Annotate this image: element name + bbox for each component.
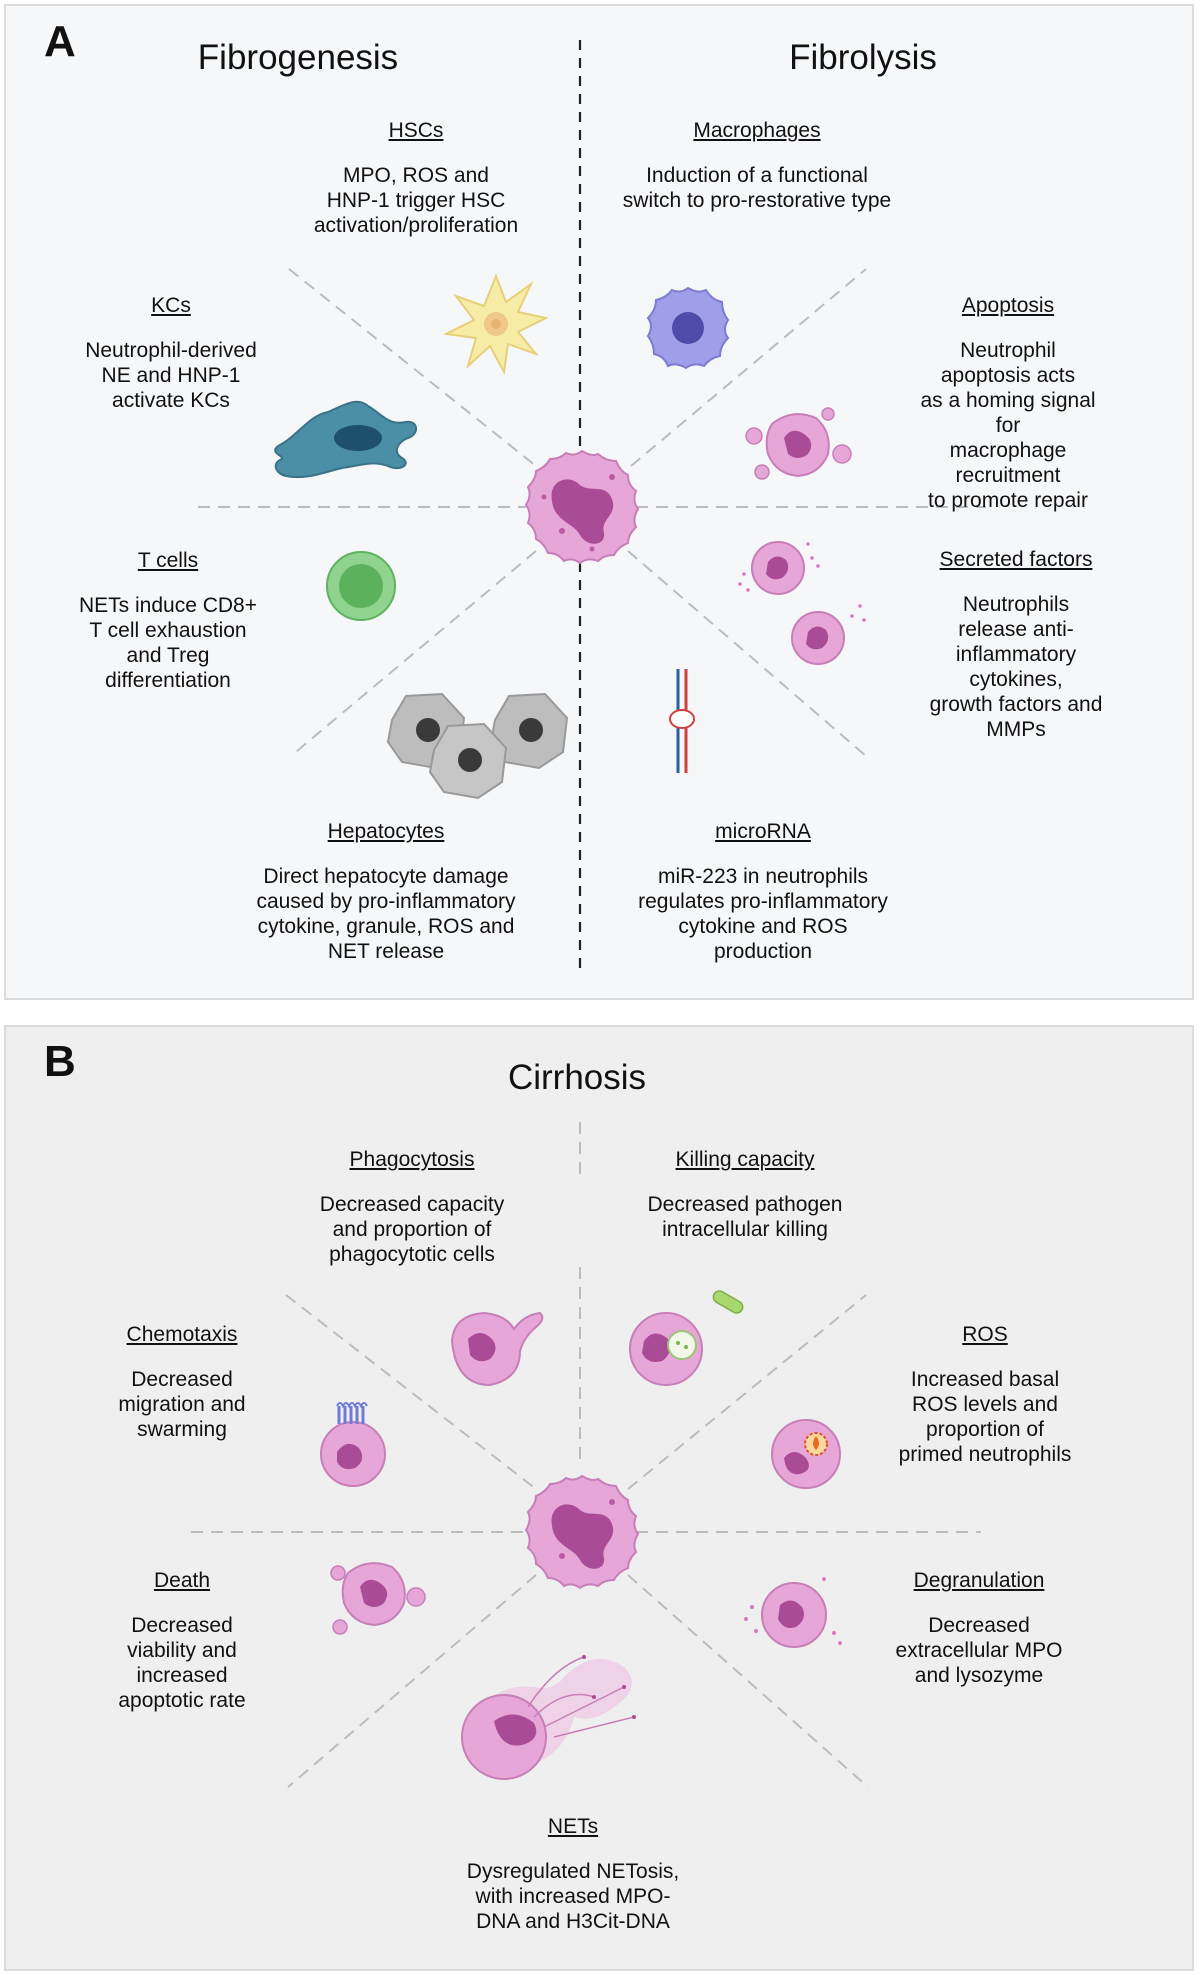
degranulation-title: Degranulation [913, 1569, 1045, 1592]
macrophages-title: Macrophages [693, 119, 821, 142]
fibrolysis-heading: Fibrolysis [789, 38, 937, 77]
apoptosis-title: Apoptosis [961, 294, 1055, 317]
nets-icon [461, 1655, 636, 1780]
spoke-line [287, 1574, 537, 1788]
panel-a: A Fibrogenesis Fibrolysis [4, 4, 1194, 1000]
chemotaxis-block: Chemotaxis Decreased migration and swarm… [118, 1322, 245, 1442]
secreted-factors-text: Neutrophils release anti- inflammatory c… [929, 593, 1103, 741]
spoke-line [285, 1294, 537, 1490]
degranulation-text: Decreased extracellular MPO and lysozyme [895, 1614, 1063, 1687]
ros-title: ROS [962, 1323, 1008, 1346]
t-cells-block: T cells NETs induce CD8+ T cell exhausti… [79, 548, 257, 693]
phagocytosis-block: Phagocytosis Decreased capacity and prop… [320, 1147, 504, 1267]
panel-letter-a: A [44, 17, 76, 66]
hscs-title: HSCs [388, 119, 444, 142]
hscs-text: MPO, ROS and HNP-1 trigger HSC activatio… [313, 164, 519, 237]
degranulation-block: Degranulation Decreased extracellular MP… [896, 1568, 1063, 1688]
central-neutrophil-icon [524, 1474, 640, 1590]
ros-block: ROS Increased basal ROS levels and propo… [899, 1322, 1072, 1467]
macrophages-text: Induction of a functional switch to pro-… [622, 164, 892, 212]
macrophages-block: Macrophages Induction of a functional sw… [623, 118, 891, 213]
spoke-line [288, 268, 537, 467]
central-neutrophil-icon [524, 449, 640, 565]
nets-title: NETs [547, 1815, 599, 1838]
t-cells-text: NETs induce CD8+ T cell exhaustion and T… [79, 594, 257, 692]
microrna-icon [669, 669, 695, 773]
hsc-icon [442, 273, 549, 376]
panel-b: B Cirrhosis [4, 1025, 1194, 1971]
hepatocytes-block: Hepatocytes Direct hepatocyte damage cau… [256, 819, 515, 964]
nets-text: Dysregulated NETosis, with increased MPO… [466, 1860, 680, 1933]
apoptotic-neutrophil-icon [745, 407, 852, 480]
nets-block: NETs Dysregulated NETosis, with increase… [467, 1814, 679, 1934]
secreted-factors-block: Secreted factors Neutrophils release ant… [928, 547, 1104, 742]
phagocytosis-icon [450, 1311, 544, 1387]
killing-capacity-title: Killing capacity [675, 1148, 815, 1171]
kcs-block: KCs Neutrophil-derived NE and HNP-1 acti… [85, 293, 257, 413]
spoke-line [627, 1574, 869, 1788]
t-cell-icon [326, 551, 396, 621]
death-title: Death [153, 1569, 211, 1592]
killing-capacity-text: Decreased pathogen intracellular killing [647, 1193, 843, 1241]
cirrhosis-heading: Cirrhosis [507, 1058, 647, 1097]
ros-text: Increased basal ROS levels and proportio… [898, 1368, 1072, 1466]
kc-icon [274, 400, 417, 478]
death-icon [330, 1562, 426, 1635]
kcs-text: Neutrophil-derived NE and HNP-1 activate… [85, 339, 257, 412]
panel-letter-b: B [44, 1037, 76, 1086]
killing-capacity-block: Killing capacity Decreased pathogen intr… [648, 1147, 843, 1242]
spoke-line [627, 550, 867, 757]
ros-neutrophil-icon [771, 1419, 841, 1489]
spoke-line [630, 268, 867, 467]
spoke-line [290, 550, 537, 757]
chemotaxis-title: Chemotaxis [126, 1323, 238, 1346]
chemotaxis-text: Decreased migration and swarming [118, 1368, 246, 1441]
death-block: Death Decreased viability and increased … [118, 1568, 245, 1713]
microrna-title: microRNA [715, 820, 811, 843]
t-cells-title: T cells [137, 549, 199, 572]
apoptosis-text: Neutrophil apoptosis acts as a homing si… [920, 339, 1096, 512]
death-text: Decreased viability and increased apopto… [118, 1614, 246, 1712]
hepatocytes-icon [386, 692, 569, 800]
chemotaxis-icon [320, 1402, 386, 1487]
fibrogenesis-heading: Fibrogenesis [197, 38, 399, 77]
degranulation-icon [744, 1577, 842, 1648]
spoke-line [627, 1294, 867, 1490]
hepatocytes-text: Direct hepatocyte damage caused by pro-i… [256, 865, 516, 963]
hepatocytes-title: Hepatocytes [327, 820, 445, 843]
bacterium-icon [712, 1290, 744, 1314]
kcs-title: KCs [151, 294, 191, 317]
apoptosis-block: Apoptosis Neutrophil apoptosis acts as a… [916, 293, 1100, 513]
phagocytosis-text: Decreased capacity and proportion of pha… [319, 1193, 505, 1266]
panel-a-illustration [198, 40, 986, 972]
panel-b-illustration [191, 1122, 981, 1788]
hscs-block: HSCs MPO, ROS and HNP-1 trigger HSC acti… [314, 118, 518, 238]
secreted-factors-title: Secreted factors [939, 548, 1093, 571]
secreting-neutrophil-icon [738, 541, 820, 595]
phagocytosis-title: Phagocytosis [349, 1148, 475, 1171]
killing-capacity-icon [629, 1312, 703, 1386]
microrna-text: miR-223 in neutrophils regulates pro-inf… [638, 865, 888, 963]
microrna-block: microRNA miR-223 in neutrophils regulate… [638, 819, 888, 964]
macrophage-icon [646, 286, 730, 370]
secreting-neutrophil-icon [791, 604, 866, 665]
